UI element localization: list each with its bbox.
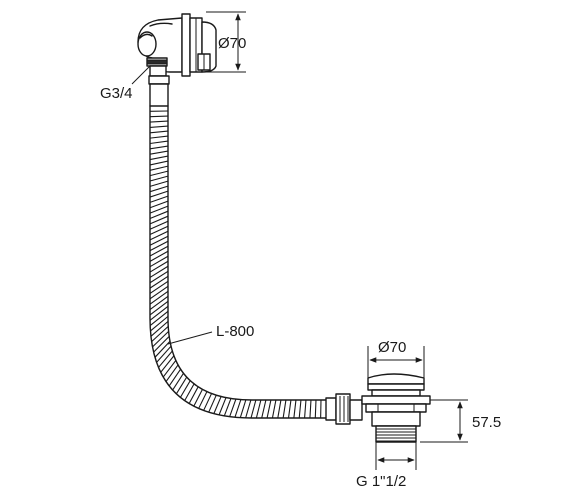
hose-rib: [149, 200, 169, 209]
overflow-assembly: [137, 13, 217, 107]
hose-rib: [203, 393, 213, 411]
hose-rib: [282, 399, 287, 419]
hose-rib: [287, 399, 292, 419]
overflow-diameter-label: Ø70: [218, 35, 246, 52]
hose-rib: [293, 399, 297, 419]
hose-rib: [314, 399, 317, 419]
hose-rib: [149, 130, 169, 134]
hose-rib: [149, 170, 169, 177]
hose-rib: [168, 368, 182, 387]
hose-rib: [208, 394, 217, 413]
hose-rib: [158, 350, 173, 368]
hose-rib: [149, 245, 169, 257]
hose-rib: [223, 398, 232, 417]
hose-length-leader: [167, 331, 213, 345]
hose-rib: [149, 270, 169, 284]
hose-rib: [154, 340, 171, 358]
hose-rib: [156, 345, 172, 363]
hose-rib: [149, 210, 169, 219]
thread-waste-label: G 1"1/2: [356, 473, 406, 490]
thread-overflow-leader: [131, 65, 151, 85]
hose-rib: [309, 399, 312, 419]
hose-rib: [149, 265, 169, 278]
hose-rib: [160, 355, 175, 373]
waste-diameter-label: Ø70: [378, 339, 406, 356]
hose-rib: [149, 115, 169, 118]
hose-rib: [149, 220, 169, 230]
hose-rib: [184, 383, 195, 401]
hose-rib: [198, 391, 208, 409]
hose-rib: [149, 225, 169, 236]
hose-rib: [234, 399, 242, 418]
hose-rib: [165, 364, 179, 382]
hose-rib: [266, 399, 272, 419]
hose-rib: [149, 255, 169, 268]
hose-rib: [149, 235, 169, 246]
hose-rib: [193, 389, 203, 407]
hose-rib: [152, 330, 169, 348]
hose-rib: [149, 260, 169, 273]
hose-rib: [149, 180, 169, 187]
hose-rib: [149, 230, 169, 241]
hose-rib: [150, 315, 169, 332]
waste-assembly: [325, 373, 431, 443]
hose-rib: [149, 310, 169, 327]
hose-length-label: L-800: [216, 323, 254, 340]
hose-rib: [250, 399, 257, 419]
hose-rib: [255, 399, 262, 419]
hose-rib: [149, 190, 169, 198]
hose-rib: [149, 125, 169, 128]
waste-diameter-dimension: [367, 346, 425, 378]
hose-rib: [149, 215, 169, 225]
hose-rib: [149, 295, 169, 310]
hose-rib: [229, 398, 237, 417]
hose-rib: [162, 360, 177, 378]
hose-rib: [304, 399, 307, 419]
hose-rib: [271, 399, 277, 419]
overflow-diameter-dimension: [206, 11, 246, 73]
hose-rib: [149, 305, 169, 321]
hose-rib: [239, 399, 247, 418]
hose-rib: [179, 380, 191, 398]
hose-rib: [149, 175, 169, 182]
hose-rib: [149, 250, 169, 262]
hose-rib: [150, 320, 169, 337]
hose-rib: [149, 185, 169, 193]
hose-rib: [149, 285, 169, 300]
hose-rib: [149, 135, 169, 139]
flexible-hose: [149, 105, 327, 419]
hose-rib: [149, 145, 169, 150]
thread-overflow-label: G3/4: [100, 85, 133, 102]
waste-height-label: 57.5: [472, 414, 501, 431]
hose-rib: [149, 165, 169, 171]
waste-height-dimension: [420, 399, 468, 443]
hose-rib: [149, 120, 169, 123]
hose-rib: [149, 290, 169, 305]
hose-rib: [149, 240, 169, 252]
hose-rib: [149, 160, 169, 166]
hose-rib: [172, 372, 184, 391]
hose-rib: [149, 275, 169, 289]
hose-rib: [188, 386, 199, 404]
hose-rib: [149, 205, 169, 214]
hose-rib: [277, 399, 282, 419]
hose-rib: [149, 195, 169, 203]
hose-rib: [245, 399, 252, 419]
hose-rib: [149, 280, 169, 294]
hose-rib: [175, 376, 188, 395]
hose-rib: [149, 140, 169, 145]
hose-rib: [149, 155, 169, 161]
hose-rib: [149, 150, 169, 155]
hose-rib: [149, 300, 169, 316]
hose-rib: [153, 335, 170, 353]
hose-rib: [261, 399, 267, 419]
hose-rib: [151, 325, 169, 343]
thread-waste-dimension: [375, 442, 417, 470]
hose-rib: [298, 399, 302, 419]
hose-rib: [213, 396, 222, 414]
hose-rib: [218, 397, 227, 416]
